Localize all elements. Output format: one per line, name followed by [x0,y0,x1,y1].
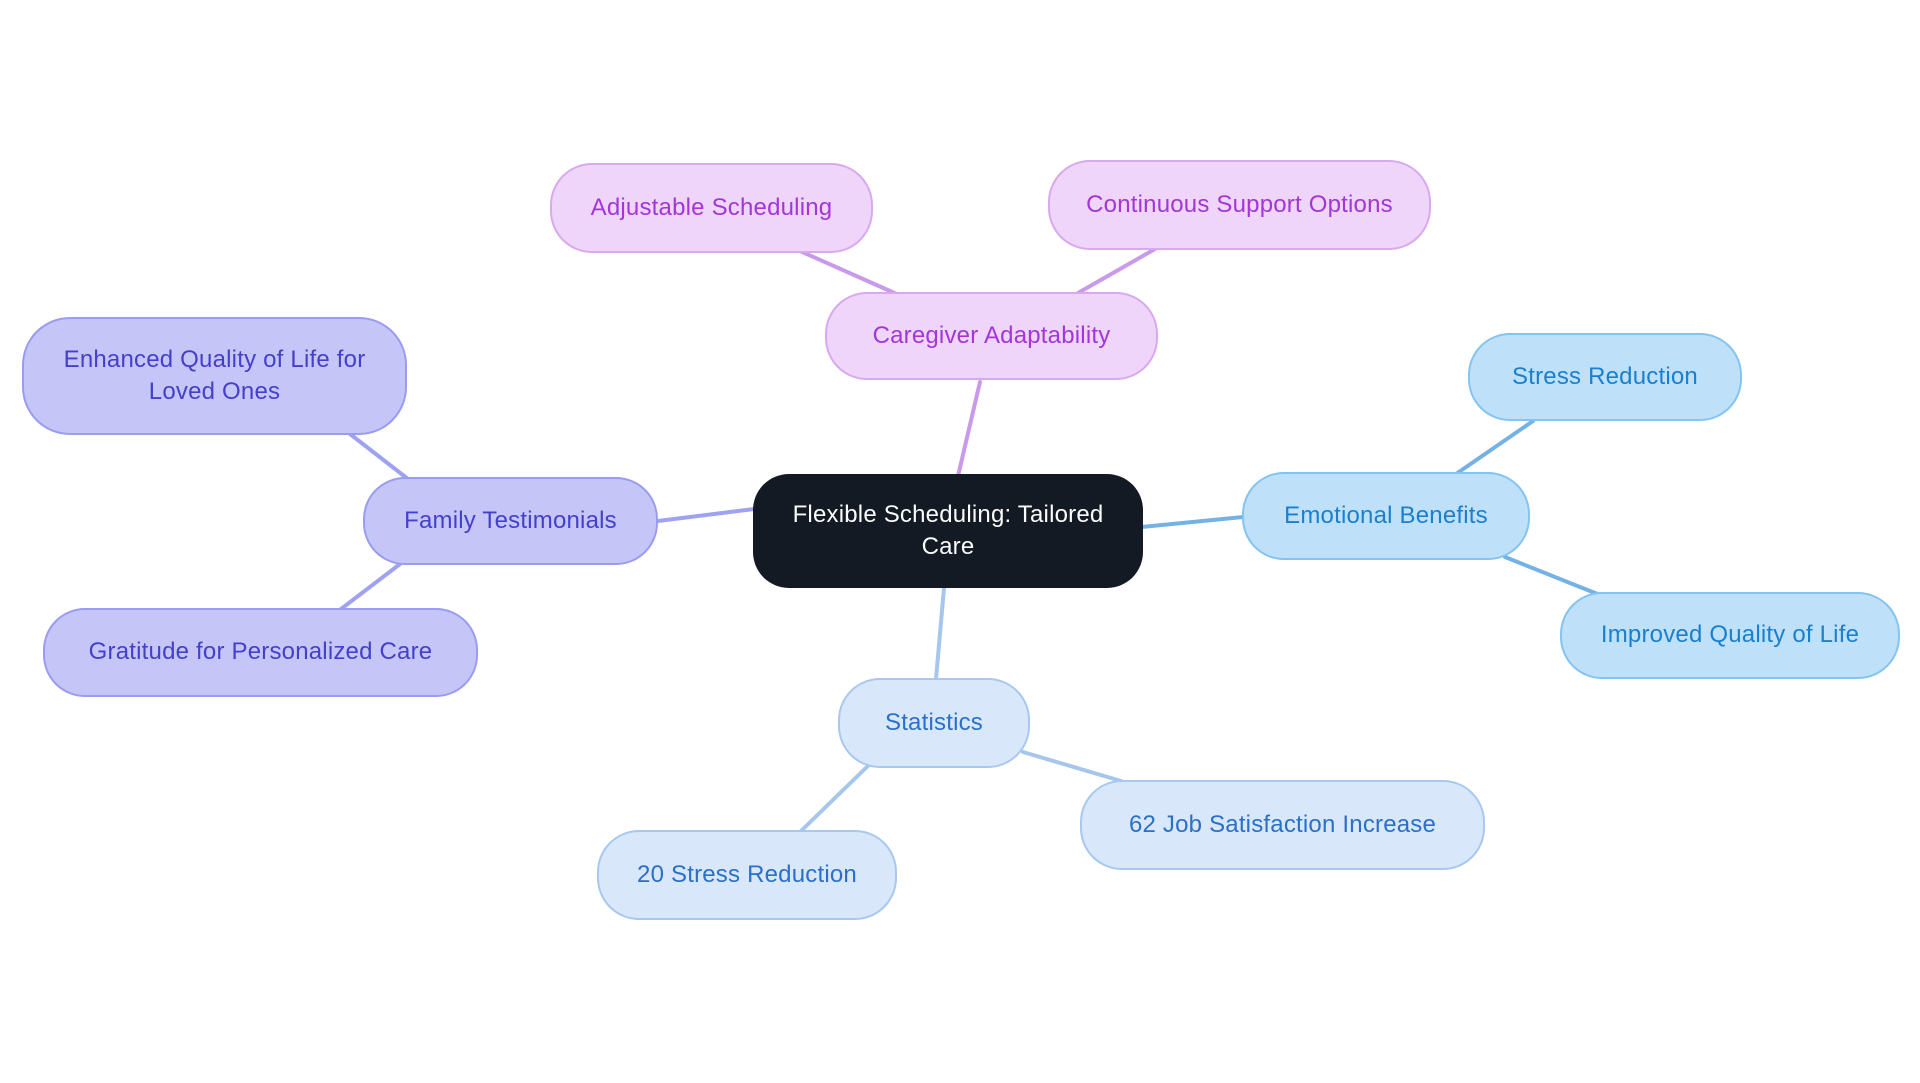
node-label: Caregiver Adaptability [872,321,1111,349]
node-gratitude-personalized-care: Gratitude for Personalized Care [43,608,478,697]
node-label: Adjustable Scheduling [590,193,833,221]
edge-family-gratitude [339,562,402,611]
edge-family-enhanced [348,432,410,481]
edge-emotional-stress [1454,419,1535,476]
edge-central-emotional [1140,515,1245,529]
node-label: Emotional Benefits [1284,501,1488,529]
edge-statistics-stress20 [798,760,874,834]
node-20-stress-reduction: 20 Stress Reduction [597,830,897,920]
edge-caregiver-adjustable [798,249,901,297]
edge-emotional-improved [1503,555,1602,597]
node-continuous-support-options: Continuous Support Options [1048,160,1431,250]
node-label: Gratitude for Personalized Care [88,638,433,666]
node-label: Flexible Scheduling: Tailored Care [792,500,1104,560]
node-62-job-satisfaction-increase: 62 Job Satisfaction Increase [1080,780,1485,870]
node-label: Enhanced Quality of Life for Loved Ones [63,345,366,405]
node-central-flexible-scheduling: Flexible Scheduling: Tailored Care [753,474,1143,588]
node-stress-reduction: Stress Reduction [1468,333,1742,421]
edge-central-family [656,507,756,523]
node-label: 62 Job Satisfaction Increase [1128,810,1437,838]
node-label: Continuous Support Options [1086,190,1393,218]
node-statistics: Statistics [838,678,1030,768]
node-label: Improved Quality of Life [1600,621,1860,649]
node-adjustable-scheduling: Adjustable Scheduling [550,163,873,253]
edge-statistics-job62 [1021,750,1123,783]
node-emotional-benefits: Emotional Benefits [1242,472,1530,560]
node-label: Statistics [884,708,984,736]
edge-central-statistics [934,586,946,681]
node-label: Stress Reduction [1512,362,1698,390]
node-label: Family Testimonials [404,506,617,534]
node-improved-quality-of-life: Improved Quality of Life [1560,592,1900,679]
node-family-testimonials: Family Testimonials [363,477,658,565]
node-caregiver-adaptability: Caregiver Adaptability [825,292,1158,380]
edge-caregiver-continuous [1076,247,1157,295]
node-label: 20 Stress Reduction [637,860,857,888]
edge-central-caregiver [956,380,982,478]
node-enhanced-quality-of-life: Enhanced Quality of Life for Loved Ones [22,317,407,435]
